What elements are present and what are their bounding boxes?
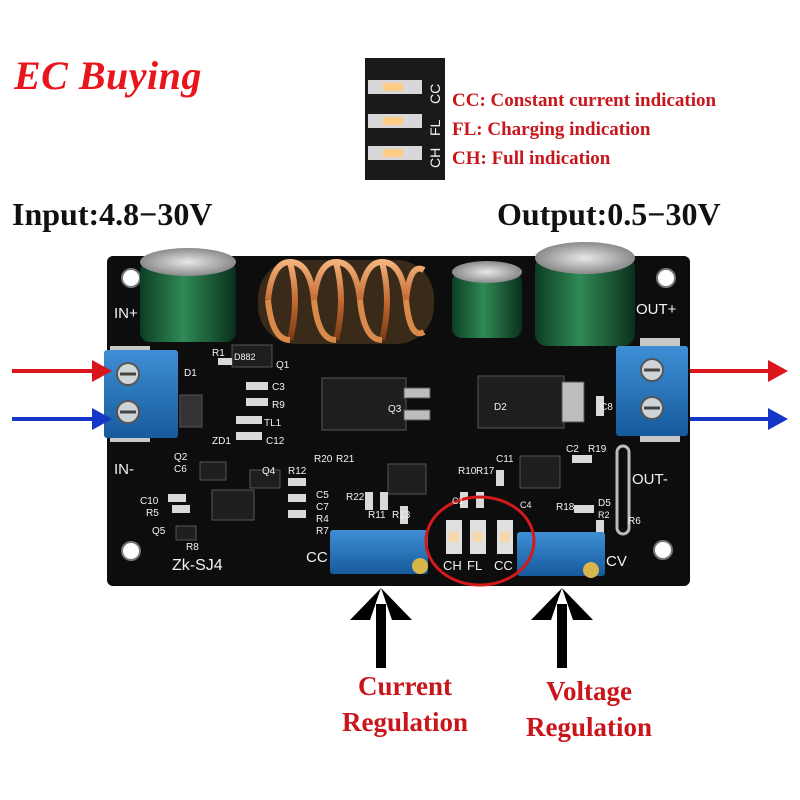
- label-out-minus: OUT-: [632, 471, 668, 488]
- label-out-plus: OUT+: [636, 301, 677, 318]
- led-indicators: [446, 520, 513, 554]
- input-voltage-label: Input:4.8−30V: [12, 196, 213, 232]
- component-ref: R4: [316, 514, 329, 525]
- component-ref: C2: [566, 444, 579, 455]
- component-ref: D5: [598, 498, 611, 509]
- component-ref: R19: [588, 444, 607, 455]
- component-ref: Q2: [174, 452, 188, 463]
- component-ref: Q3: [388, 404, 402, 415]
- component-ref: R21: [336, 454, 355, 465]
- current-caption-line1: Current: [358, 671, 452, 701]
- smd-resistors: [168, 358, 604, 540]
- component-ref: R10: [458, 466, 477, 477]
- voltage-caption-line2: Regulation: [525, 712, 652, 742]
- voltage-regulation-caption: Voltage Regulation: [497, 673, 681, 745]
- component-ref: R5: [146, 508, 159, 519]
- led-highlight-circle: [424, 495, 536, 587]
- component-ref: C5: [316, 490, 329, 501]
- component-ref: TL1: [264, 418, 282, 429]
- component-ref: R9: [272, 400, 285, 411]
- inductor-coil: [258, 258, 434, 344]
- label-led-cc: CC: [494, 558, 513, 573]
- voltage-caption-line1: Voltage: [546, 676, 632, 706]
- current-potentiometer: [330, 530, 428, 574]
- output-diode: [615, 444, 631, 536]
- output-voltage-label: Output:0.5−30V: [497, 196, 721, 232]
- component-ref: R13: [392, 510, 411, 521]
- components: [175, 344, 585, 541]
- output-arrows: [690, 360, 788, 430]
- component-ref: R1: [212, 348, 225, 359]
- legend-code-cc: CC: [427, 84, 443, 104]
- legend-led-closeup: CC FL CH: [365, 58, 445, 180]
- component-ref: D2: [494, 402, 507, 413]
- voltage-arrow: [531, 588, 593, 668]
- label-led-fl: FL: [467, 558, 482, 573]
- capacitor-small: [452, 261, 522, 338]
- component-ref: R18: [556, 502, 575, 513]
- legend-item-fl: FL: Charging indication: [452, 119, 651, 140]
- component-ref: D882: [234, 352, 256, 362]
- label-pot-cc: CC: [306, 549, 328, 566]
- component-ref: R17: [476, 466, 495, 477]
- component-ref: C1: [452, 496, 464, 506]
- label-pot-cv: CV: [606, 553, 627, 570]
- component-ref: C7: [316, 502, 329, 513]
- component-ref: R2: [598, 510, 610, 520]
- label-in-minus: IN-: [114, 461, 134, 478]
- legend-code-ch: CH: [427, 148, 443, 168]
- current-arrow: [350, 588, 412, 668]
- label-model: Zk-SJ4: [172, 557, 223, 574]
- component-ref: C12: [266, 436, 285, 447]
- input-arrows: [12, 360, 112, 430]
- brand-logo-text: EC Buying: [14, 53, 202, 98]
- legend-item-ch: CH: Full indication: [452, 148, 611, 169]
- capacitor-input: [140, 248, 236, 342]
- component-ref: C10: [140, 496, 159, 507]
- component-ref: R22: [346, 492, 365, 503]
- legend-code-fl: FL: [427, 119, 443, 136]
- component-ref: Q5: [152, 526, 166, 537]
- component-ref: R20: [314, 454, 333, 465]
- legend-item-cc: CC: Constant current indication: [452, 90, 717, 111]
- voltage-potentiometer: [517, 532, 605, 578]
- terminal-block-input: [104, 346, 178, 442]
- current-regulation-caption: Current Regulation: [316, 668, 494, 740]
- terminal-block-output: [616, 338, 688, 442]
- component-ref: R6: [628, 516, 641, 527]
- silkscreen-labels: IN+ IN- OUT+ OUT- Zk-SJ4 CC CV CH FL CC …: [114, 301, 677, 574]
- component-ref: Q4: [262, 466, 276, 477]
- capacitor-output: [535, 242, 635, 346]
- component-ref: C8: [600, 402, 613, 413]
- component-ref: R12: [288, 466, 307, 477]
- component-ref: C3: [272, 382, 285, 393]
- component-ref: Q1: [276, 360, 290, 371]
- component-ref: R7: [316, 526, 329, 537]
- component-ref: C6: [174, 464, 187, 475]
- component-ref: ZD1: [212, 436, 231, 447]
- component-ref: R11: [368, 510, 386, 521]
- component-ref: C4: [520, 500, 532, 510]
- current-caption-line2: Regulation: [341, 707, 468, 737]
- label-in-plus: IN+: [114, 305, 138, 322]
- component-ref: R8: [186, 542, 199, 553]
- component-ref: D1: [184, 368, 197, 379]
- label-led-ch: CH: [443, 558, 462, 573]
- component-ref: C11: [496, 454, 514, 465]
